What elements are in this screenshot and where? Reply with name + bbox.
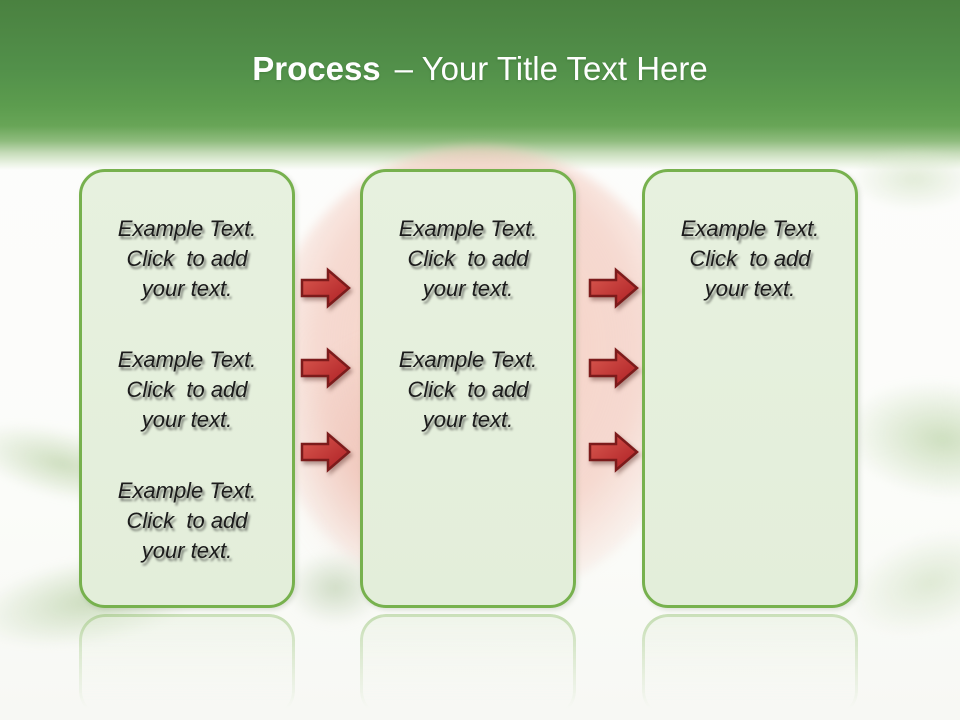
arrow-right-icon[interactable]: [300, 431, 352, 473]
background-leaf-top-right: [852, 148, 960, 210]
arrow-right-icon[interactable]: [588, 347, 640, 389]
arrow-right-icon[interactable]: [588, 267, 640, 309]
placeholder-text[interactable]: Example Text. Click to add your text.: [117, 478, 257, 563]
title-bar: [0, 0, 960, 170]
box-reflection: [642, 614, 858, 717]
placeholder-text[interactable]: Example Text. Click to add your text.: [680, 216, 820, 301]
process-box-3[interactable]: Example Text. Click to add your text.: [642, 169, 858, 608]
placeholder-text[interactable]: Example Text. Click to add your text.: [398, 216, 538, 301]
arrow-right-icon[interactable]: [588, 431, 640, 473]
arrow-right-icon[interactable]: [300, 267, 352, 309]
box-reflection: [360, 614, 576, 717]
slide-title[interactable]: Process – Your Title Text Here: [0, 48, 960, 90]
process-box-2[interactable]: Example Text. Click to add your text. Ex…: [360, 169, 576, 608]
arrow-right-icon[interactable]: [300, 347, 352, 389]
process-box-1[interactable]: Example Text. Click to add your text. Ex…: [79, 169, 295, 608]
box-reflection: [79, 614, 295, 717]
title-regular-text: – Your Title Text Here: [394, 50, 708, 87]
placeholder-text[interactable]: Example Text. Click to add your text.: [398, 347, 538, 432]
title-bold-text: Process: [252, 50, 381, 87]
placeholder-text[interactable]: Example Text. Click to add your text.: [117, 347, 257, 432]
placeholder-text[interactable]: Example Text. Click to add your text.: [117, 216, 257, 301]
